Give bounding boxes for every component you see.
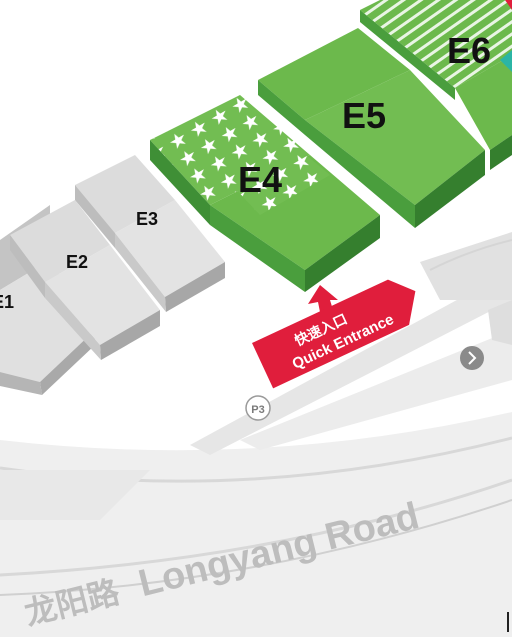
parking-label: P3 [251,404,264,416]
entrance-arrow [308,285,338,312]
hall-e5[interactable]: E5 [258,28,485,228]
ground [0,412,512,637]
parking-badge-p3[interactable]: P3 [245,395,271,421]
hall-label-e2: E2 [66,252,88,272]
hall-e3[interactable]: E3 [75,155,225,312]
entrance-banner [252,279,416,389]
hall-e6[interactable]: E6 [360,0,512,170]
chevron-right-icon [468,351,477,365]
hall-e2[interactable]: E2 [10,200,160,360]
hall-e4[interactable]: E4 [150,95,380,292]
hall-label-e5: E5 [342,95,386,136]
hall-label-e6: E6 [447,30,491,71]
hall-label-e3: E3 [136,209,158,229]
chevron-right-button[interactable] [460,346,484,370]
hall-label-e4: E4 [238,159,282,200]
edge-marker [507,612,509,632]
quick-entrance[interactable]: 快速入口 Quick Entrance [252,271,427,389]
hall-label-e1: E1 [0,292,14,312]
